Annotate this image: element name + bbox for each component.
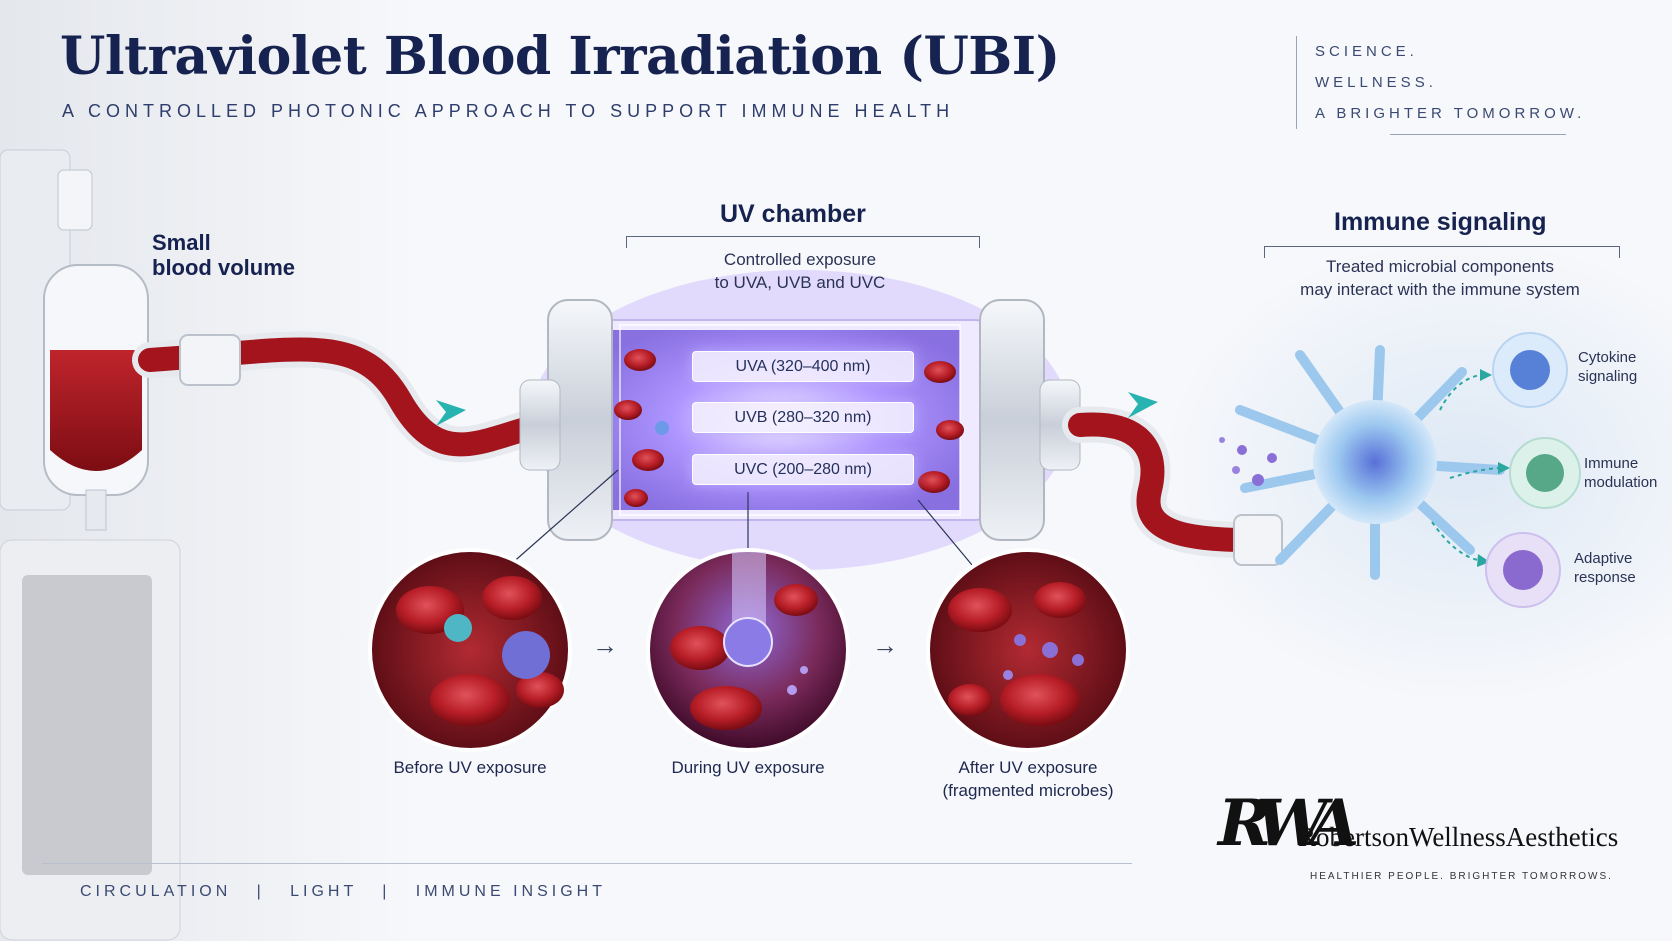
immune-signaling-title: Immune signaling (1334, 208, 1547, 236)
tagline-rule (1390, 134, 1566, 135)
stage-arrow-2: → (872, 630, 898, 660)
uva-band: UVA (320–400 nm) (692, 351, 914, 382)
chamber-cells (614, 349, 964, 507)
tagline-line: A BRIGHTER TOMORROW. (1315, 105, 1586, 122)
immune-cell-icon (1219, 345, 1505, 580)
tagline: SCIENCE. WELLNESS. A BRIGHTER TOMORROW. (1296, 36, 1585, 129)
immune-desc-line1: Treated microbial components (1325, 257, 1555, 276)
stage-before-line1: Before UV exposure (393, 758, 547, 777)
footer-rule (42, 863, 1132, 864)
tagline-line: SCIENCE. (1315, 43, 1418, 60)
small-blood-line2: blood volume (152, 255, 295, 280)
outcome-modulation-label: Immune modulation (1584, 454, 1657, 492)
outcome-line: signaling (1578, 368, 1638, 385)
brand-name: RobertsonWellnessAesthetics (1298, 822, 1619, 852)
tagline-line: WELLNESS. (1315, 74, 1437, 91)
page-subtitle: A CONTROLLED PHOTONIC APPROACH TO SUPPOR… (62, 101, 955, 121)
stage-during-caption: During UV exposure (648, 756, 848, 779)
modulation-orb-icon (1509, 437, 1581, 509)
outcome-line: response (1574, 569, 1636, 586)
stage-before-caption: Before UV exposure (370, 756, 570, 779)
uv-desc-line1: Controlled exposure (723, 250, 877, 269)
brand-tagline: HEALTHIER PEOPLE. BRIGHTER TOMORROWS. (1310, 871, 1613, 882)
immune-bracket (1264, 246, 1620, 258)
uvc-band: UVC (200–280 nm) (692, 454, 914, 485)
stage-during-circle (646, 548, 850, 752)
page-title: Ultraviolet Blood Irradiation (UBI) (60, 26, 1060, 87)
small-blood-line1: Small (152, 230, 211, 255)
outcome-cytokine-label: Cytokine signaling (1578, 348, 1637, 386)
outcome-adaptive-label: Adaptive response (1574, 549, 1636, 587)
outcome-line: Immune (1584, 455, 1639, 472)
stage-during-line1: During UV exposure (671, 758, 825, 777)
stage-arrow-1: → (592, 630, 618, 660)
uv-chamber-bracket (626, 236, 980, 248)
stage-after-line1: After UV exposure (958, 758, 1098, 777)
stage-after-line2: (fragmented microbes) (942, 781, 1114, 800)
uv-desc-line2: to UVA, UVB and UVC (714, 273, 886, 292)
cytokine-orb-icon (1492, 332, 1568, 408)
uv-chamber-desc: Controlled exposure to UVA, UVB and UVC (660, 248, 940, 294)
outcome-line: modulation (1584, 474, 1658, 491)
immune-desc-line2: may interact with the immune system (1300, 280, 1580, 299)
stage-after-caption: After UV exposure (fragmented microbes) (918, 756, 1138, 802)
stage-after-circle (926, 548, 1130, 752)
uv-chamber-title: UV chamber (720, 200, 866, 228)
immune-signaling-desc: Treated microbial components may interac… (1260, 255, 1620, 301)
small-blood-volume-label: Small blood volume (152, 230, 295, 280)
adaptive-orb-icon (1485, 532, 1561, 608)
outcome-line: Adaptive (1574, 550, 1633, 567)
uvb-band: UVB (280–320 nm) (692, 402, 914, 433)
stage-before-circle (368, 548, 572, 752)
footer-keywords: CIRCULATION | LIGHT | IMMUNE INSIGHT (80, 883, 606, 900)
outcome-line: Cytokine (1578, 349, 1637, 366)
brand-monogram: RWA (1218, 786, 1359, 861)
